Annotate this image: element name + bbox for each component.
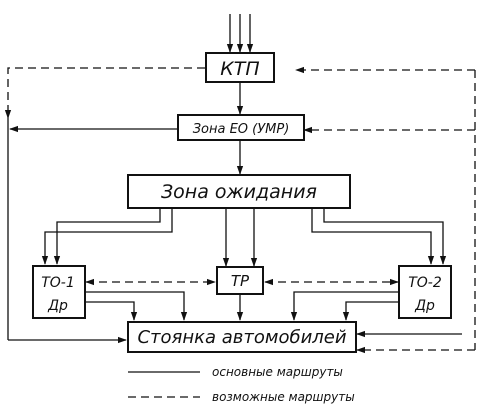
node-to1-line1: ТО-1 — [41, 275, 75, 291]
node-to1-line2: Др — [47, 298, 68, 314]
node-tr: ТР — [216, 266, 264, 295]
node-to2: ТО-2 Др — [398, 265, 452, 319]
node-parking: Стоянка автомобилей — [127, 321, 357, 353]
possible-route-lines — [4, 66, 476, 354]
node-zone-eo-label: Зона ЕО (УМР) — [193, 122, 290, 137]
node-to2-line1: ТО-2 — [408, 275, 442, 291]
legend-possible-routes-label: возможные маршруты — [212, 390, 355, 404]
node-ktp-label: КТП — [220, 58, 259, 80]
node-zone-eo: Зона ЕО (УМР) — [177, 114, 305, 141]
node-waiting-zone: Зона ожидания — [127, 174, 351, 209]
node-to1: ТО-1 Др — [32, 265, 86, 319]
node-tr-label: ТР — [231, 272, 250, 290]
legend-main-routes-label: основные маршруты — [212, 365, 343, 379]
node-waiting-zone-label: Зона ожидания — [161, 181, 317, 203]
main-route-lines — [7, 14, 462, 344]
node-ktp: КТП — [205, 52, 275, 83]
legend: основные маршруты возможные маршруты — [128, 365, 355, 404]
node-parking-label: Стоянка автомобилей — [137, 327, 346, 348]
node-to2-line2: Др — [414, 298, 435, 314]
